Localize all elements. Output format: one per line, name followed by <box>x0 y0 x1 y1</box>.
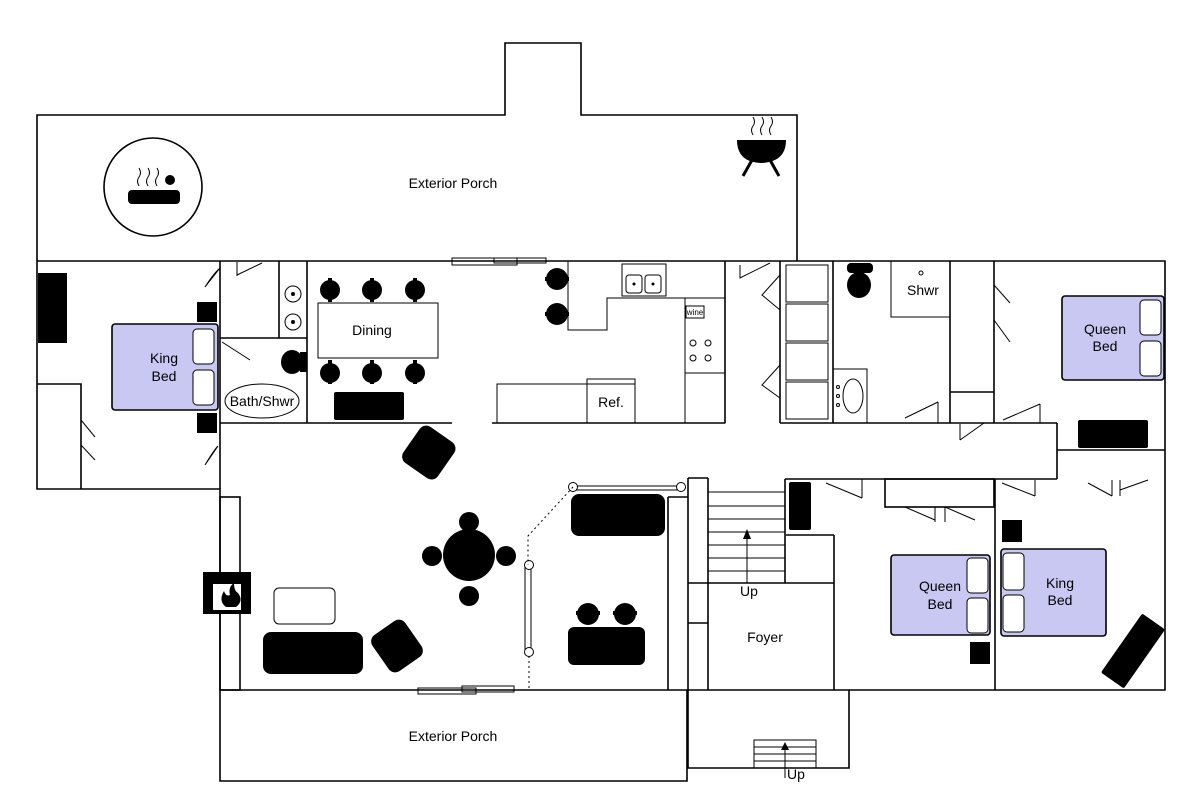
porch-top-label: Exterior Porch <box>409 175 498 191</box>
bathroom-left: Bath/Shwr <box>221 262 307 419</box>
armchair <box>402 425 456 480</box>
bathroom-right: Shwr <box>832 260 985 441</box>
dining-label: Dining <box>352 322 392 338</box>
queen-bed-right: Queen Bed <box>1061 295 1165 381</box>
bottom-queen-bedroom: Queen Bed <box>825 479 991 664</box>
toilet-icon <box>847 263 873 298</box>
loveseat <box>568 603 645 665</box>
stove-icon <box>685 339 725 374</box>
dresser <box>1101 614 1165 688</box>
bed-label: Bed <box>928 596 953 612</box>
bed-label: King <box>150 350 178 366</box>
nightstand <box>970 642 990 664</box>
laundry-closets <box>739 262 829 420</box>
entry-stairs: Up <box>753 739 817 782</box>
bed-label: Bed <box>1093 338 1118 354</box>
porch-top: Exterior Porch <box>36 42 798 261</box>
entry-stairs-label: Up <box>787 766 805 782</box>
bed-label: Queen <box>919 578 961 594</box>
armchair <box>371 619 423 673</box>
porch-bottom-label: Exterior Porch <box>409 728 498 744</box>
foyer-label: Foyer <box>747 629 783 645</box>
dresser <box>1078 420 1148 448</box>
nightstand <box>197 413 217 433</box>
stairs-label: Up <box>740 583 758 599</box>
king-bed-left: King Bed <box>111 323 219 411</box>
grill-icon <box>737 116 786 177</box>
fireplace-icon <box>203 572 251 614</box>
toilet-icon <box>281 350 307 374</box>
bed-label: King <box>1046 575 1074 591</box>
main-stairs[interactable]: Up <box>708 491 785 599</box>
room-divider[interactable] <box>524 482 686 691</box>
sink-icon <box>832 368 868 424</box>
sink-icon <box>284 285 302 331</box>
nightstand <box>197 302 217 322</box>
bed-label: Queen <box>1084 321 1126 337</box>
dining-chair <box>320 278 425 384</box>
king-bed-bottom: King Bed <box>1000 548 1107 637</box>
refrigerator-label: Ref. <box>598 394 624 410</box>
bench <box>334 392 404 420</box>
round-table <box>422 512 516 606</box>
bed-label: Bed <box>152 368 177 384</box>
queen-bed-bottom: Queen Bed <box>890 554 991 636</box>
hot-tub-icon <box>103 137 203 237</box>
bar-stool <box>545 268 569 325</box>
sliding-doors[interactable] <box>417 257 547 695</box>
bath-label: Bath/Shwr <box>230 393 295 409</box>
shower-label: Shwr <box>907 282 939 298</box>
living-room <box>203 425 686 691</box>
sofa <box>263 632 363 674</box>
bench <box>789 482 811 530</box>
kitchen: wine Ref. <box>496 261 726 424</box>
right-top-bedroom: Queen Bed <box>993 284 1165 448</box>
bed-label: Bed <box>1048 592 1073 608</box>
sofa <box>571 494 665 536</box>
nightstand <box>1002 520 1022 542</box>
dresser <box>38 273 67 343</box>
porch-bottom: Exterior Porch Up <box>219 690 850 782</box>
dining-area: Dining <box>317 278 439 420</box>
bottom-king-bedroom: King Bed <box>1000 479 1165 688</box>
wine-label: wine <box>686 308 704 317</box>
left-bedroom: King Bed <box>38 267 221 480</box>
coffee-table <box>273 587 336 625</box>
